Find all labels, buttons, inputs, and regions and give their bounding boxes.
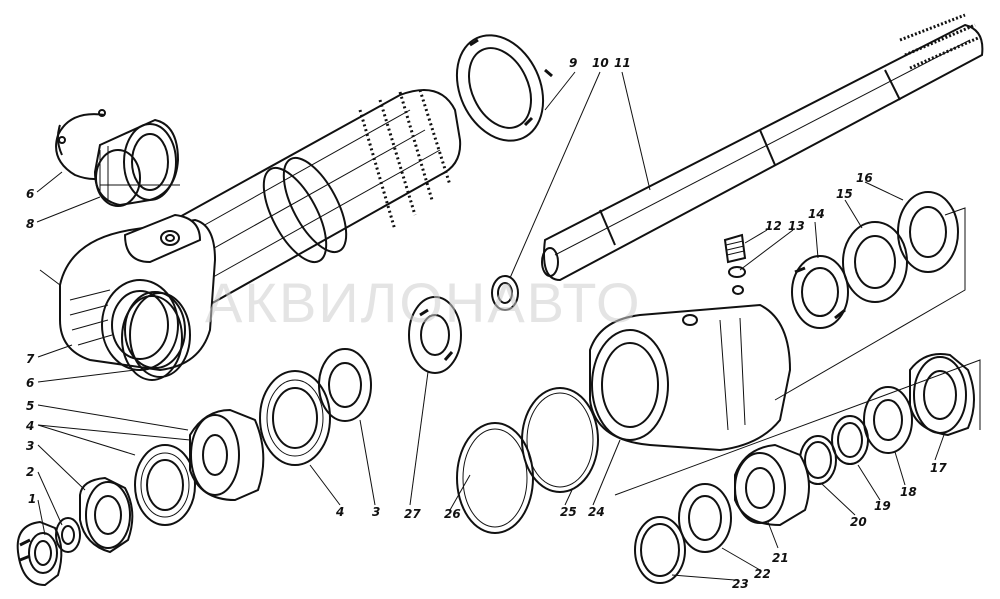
cylinder-eye-housing [59,213,217,372]
seal-18 [863,386,913,454]
callout-11: 11 [614,56,631,70]
seal-ring-4-left [134,444,196,526]
leader-lines [36,71,946,581]
callout-1: 1 [28,492,36,506]
callout-19: 19 [874,499,891,513]
washer-10 [491,275,519,311]
bushing-3-right [318,348,372,422]
callout-13: 13 [788,219,805,233]
callout-2: 2 [26,465,34,479]
bushing-14 [791,255,849,329]
spacer-27 [408,296,462,374]
bushing-3-left [79,476,134,554]
seal-16 [897,191,959,273]
callout-25: 25 [560,505,577,519]
callout-26: 26 [444,507,461,521]
ring-19 [831,415,869,465]
callout-27: 27 [404,507,421,521]
ball-13 [728,266,746,295]
callout-4-right: 4 [335,505,344,519]
gland-24 [589,303,792,452]
callout-6-lower: 6 [26,376,34,390]
seal-ring-4-right [259,370,331,466]
callout-20: 20 [850,515,867,529]
callout-8: 8 [26,217,34,231]
lock-washer-2 [55,517,81,553]
callout-14: 14 [808,207,825,221]
callout-6-top: 6 [26,187,34,201]
piston-rod-11 [541,13,984,282]
plug-12 [723,233,747,264]
nut-1 [16,520,63,587]
callout-3-left: 3 [26,439,34,453]
ring-23 [634,516,686,584]
bushing-21 [734,443,810,527]
callout-22: 22 [754,567,771,581]
grouping-lines [39,184,981,496]
watermark-text: АКВИЛОНАВТО [205,271,642,334]
callout-18: 18 [900,485,917,499]
callout-10: 10 [592,56,609,70]
callout-3-right: 3 [372,505,380,519]
callout-12: 12 [765,219,782,233]
retaining-ring-lower [121,292,191,381]
callout-7: 7 [26,352,35,366]
callout-23: 23 [732,577,749,591]
callout-5: 5 [26,399,34,413]
callout-17: 17 [930,461,947,475]
ring-nut-9 [455,34,553,142]
callout-labels: 6 8 7 6 5 4 3 2 1 4 3 27 26 25 24 9 10 1… [25,56,947,591]
callout-15: 15 [836,187,853,201]
callout-16: 16 [856,171,873,185]
seal-22 [678,483,732,553]
callout-24: 24 [588,505,605,519]
piston-5 [189,408,265,502]
callout-4-left: 4 [25,419,34,433]
o-ring-26 [456,422,534,534]
callout-21: 21 [772,551,789,565]
spherical-bearing [93,118,180,207]
callout-9: 9 [569,56,577,70]
cap-17 [909,353,975,437]
